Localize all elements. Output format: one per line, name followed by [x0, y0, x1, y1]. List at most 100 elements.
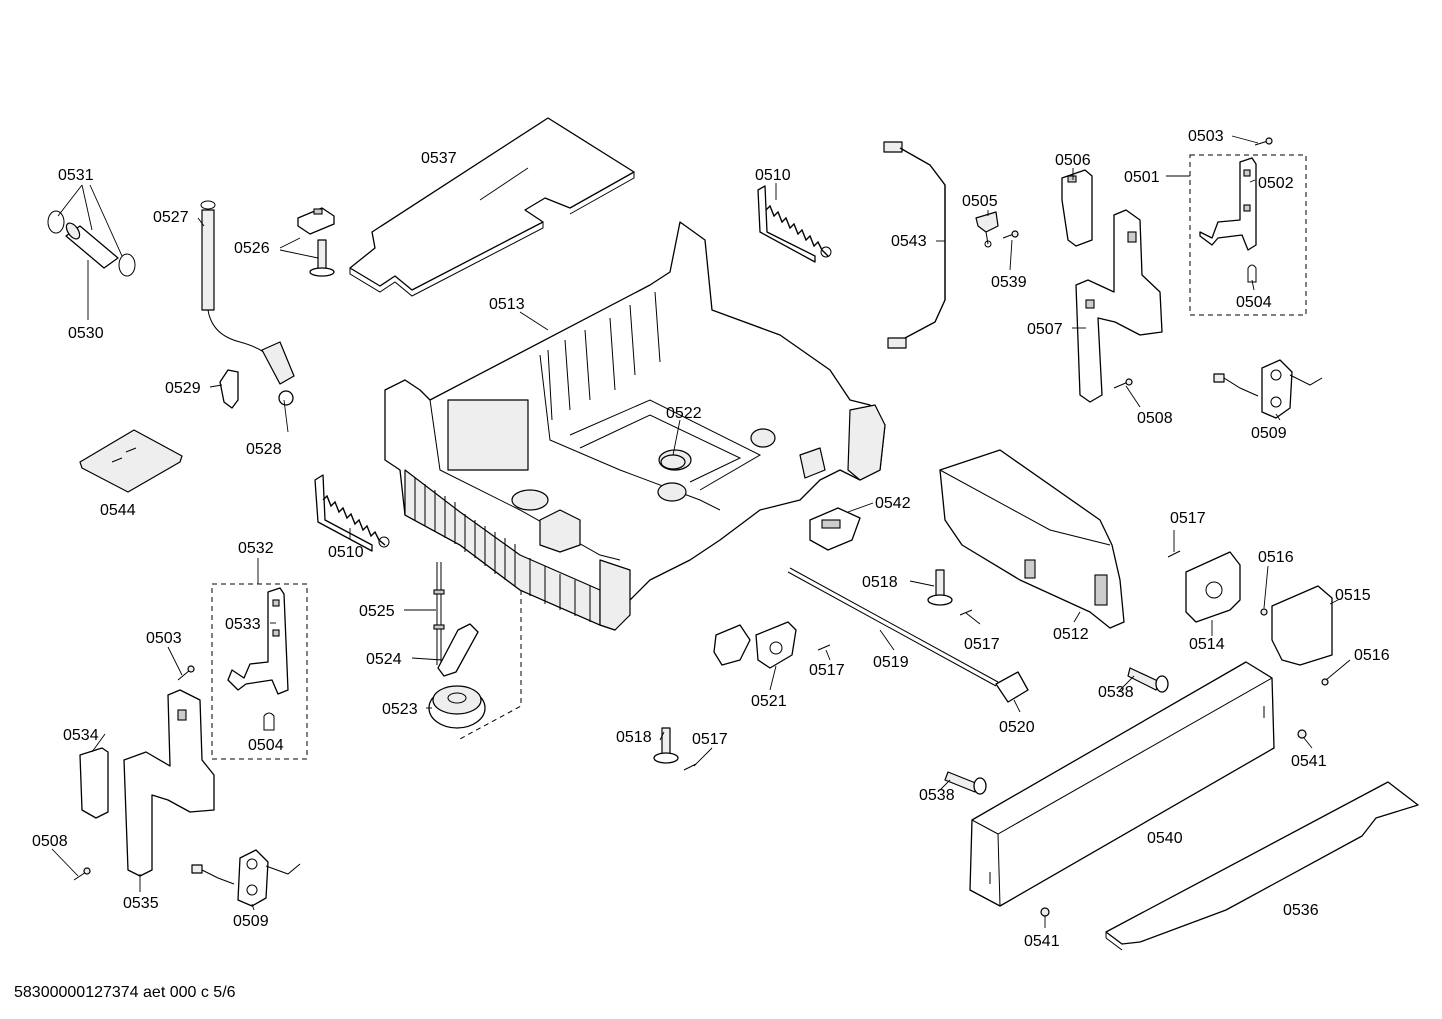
label-0518-a: 0518 [862, 574, 898, 591]
label-0518-b: 0518 [616, 729, 652, 746]
part-0535-bracket [123, 689, 215, 877]
label-0503-upper: 0503 [1188, 128, 1224, 145]
part-0513-base-tub [384, 221, 886, 631]
label-0520: 0520 [999, 719, 1035, 736]
label-0538-a: 0538 [1098, 684, 1134, 701]
label-0526: 0526 [234, 240, 270, 257]
part-0540-kick-plate [969, 661, 1275, 907]
label-0508-upper: 0508 [1137, 410, 1173, 427]
part-0537-cover-plate [349, 117, 635, 297]
part-0522-pump [660, 454, 686, 470]
part-0543-cable-harness [883, 141, 946, 349]
label-0535: 0535 [123, 895, 159, 912]
label-0528: 0528 [246, 441, 282, 458]
label-0523: 0523 [382, 701, 418, 718]
part-0520-end-cap [995, 671, 1029, 703]
part-0542-connector [809, 507, 861, 551]
part-0506-bracket [1061, 169, 1093, 247]
label-0540: 0540 [1147, 830, 1183, 847]
label-0541-b: 0541 [1024, 933, 1060, 950]
part-0534-bracket [79, 747, 109, 819]
part-0508-screw-lower [73, 867, 91, 881]
group-0532-box [211, 583, 308, 760]
label-0509-upper: 0509 [1251, 425, 1287, 442]
part-0521-valve [713, 621, 797, 669]
part-0509-switch-upper [1213, 359, 1323, 419]
label-0510-lower: 0510 [328, 544, 364, 561]
part-0538-bolts [944, 667, 1169, 795]
part-0536-strip [1105, 781, 1419, 951]
part-0541-screws [1040, 729, 1307, 917]
label-0529: 0529 [165, 380, 201, 397]
label-0542: 0542 [875, 495, 911, 512]
label-0510-upper: 0510 [755, 167, 791, 184]
label-0521: 0521 [751, 693, 787, 710]
part-0530-hose-sleeve [65, 222, 119, 269]
label-0533: 0533 [225, 616, 261, 633]
part-0539-screw [1002, 230, 1019, 239]
part-0518-feet [653, 569, 953, 764]
label-0539: 0539 [991, 274, 1027, 291]
part-0510-spring-lower [314, 474, 390, 552]
label-0514: 0514 [1189, 636, 1225, 653]
part-0509-switch-lower [191, 849, 301, 907]
part-0517-screws [683, 550, 1181, 771]
part-0514-housing [1185, 551, 1241, 623]
label-0525: 0525 [359, 603, 395, 620]
label-0501: 0501 [1124, 169, 1160, 186]
label-0508-lower: 0508 [32, 833, 68, 850]
part-0515-cover [1271, 585, 1333, 666]
part-0507-bracket [1075, 209, 1163, 403]
label-0537: 0537 [421, 150, 457, 167]
label-0512: 0512 [1053, 626, 1089, 643]
part-0528-ball [278, 390, 294, 406]
part-0510-spring-upper [757, 185, 832, 263]
label-0504-upper: 0504 [1236, 294, 1272, 311]
label-0517-b: 0517 [964, 636, 1000, 653]
part-0544-bag [79, 429, 183, 493]
label-0503-lower: 0503 [146, 630, 182, 647]
group-0501-box [1189, 137, 1307, 316]
label-0531: 0531 [58, 167, 94, 184]
label-0544: 0544 [100, 502, 136, 519]
document-id: 58300000127374 aet 000 c 5/6 [14, 984, 236, 1001]
label-0506: 0506 [1055, 152, 1091, 169]
label-0502: 0502 [1258, 175, 1294, 192]
tub-front-ribs [414, 478, 591, 622]
leader-lines [51, 135, 1351, 928]
label-0543: 0543 [891, 233, 927, 250]
part-0531-clamps [47, 210, 136, 277]
part-0529-clip [219, 369, 239, 409]
part-0524-lever [437, 623, 479, 677]
label-0509-lower: 0509 [233, 913, 269, 930]
part-0503-screw-lower [177, 665, 195, 681]
part-0512-control-module [939, 449, 1125, 629]
label-0534: 0534 [63, 727, 99, 744]
label-0507: 0507 [1027, 321, 1063, 338]
label-0515: 0515 [1335, 587, 1371, 604]
label-0516-b: 0516 [1354, 647, 1390, 664]
part-labels: 0531 0530 0527 0526 0537 0510 0543 0505 … [32, 128, 1390, 950]
part-0526-adjust-foot [297, 207, 335, 277]
label-0513: 0513 [489, 296, 525, 313]
part-0527-drain-hose [200, 200, 295, 385]
part-0516-screws [1260, 608, 1329, 686]
part-0519-rod [787, 567, 999, 687]
label-0517-a: 0517 [1170, 510, 1206, 527]
assembly-line-0523 [457, 590, 522, 741]
label-0527: 0527 [153, 209, 189, 226]
part-0508-screw-upper [1113, 378, 1133, 389]
label-0541-a: 0541 [1291, 753, 1327, 770]
part-0523-float [428, 685, 486, 729]
label-0532: 0532 [238, 540, 274, 557]
label-0504-lower: 0504 [248, 737, 284, 754]
part-0525-rod [433, 562, 445, 665]
label-0505: 0505 [962, 193, 998, 210]
label-0536: 0536 [1283, 902, 1319, 919]
label-0522: 0522 [666, 405, 702, 422]
label-0530: 0530 [68, 325, 104, 342]
label-0519: 0519 [873, 654, 909, 671]
label-0517-d: 0517 [692, 731, 728, 748]
label-0538-b: 0538 [919, 787, 955, 804]
